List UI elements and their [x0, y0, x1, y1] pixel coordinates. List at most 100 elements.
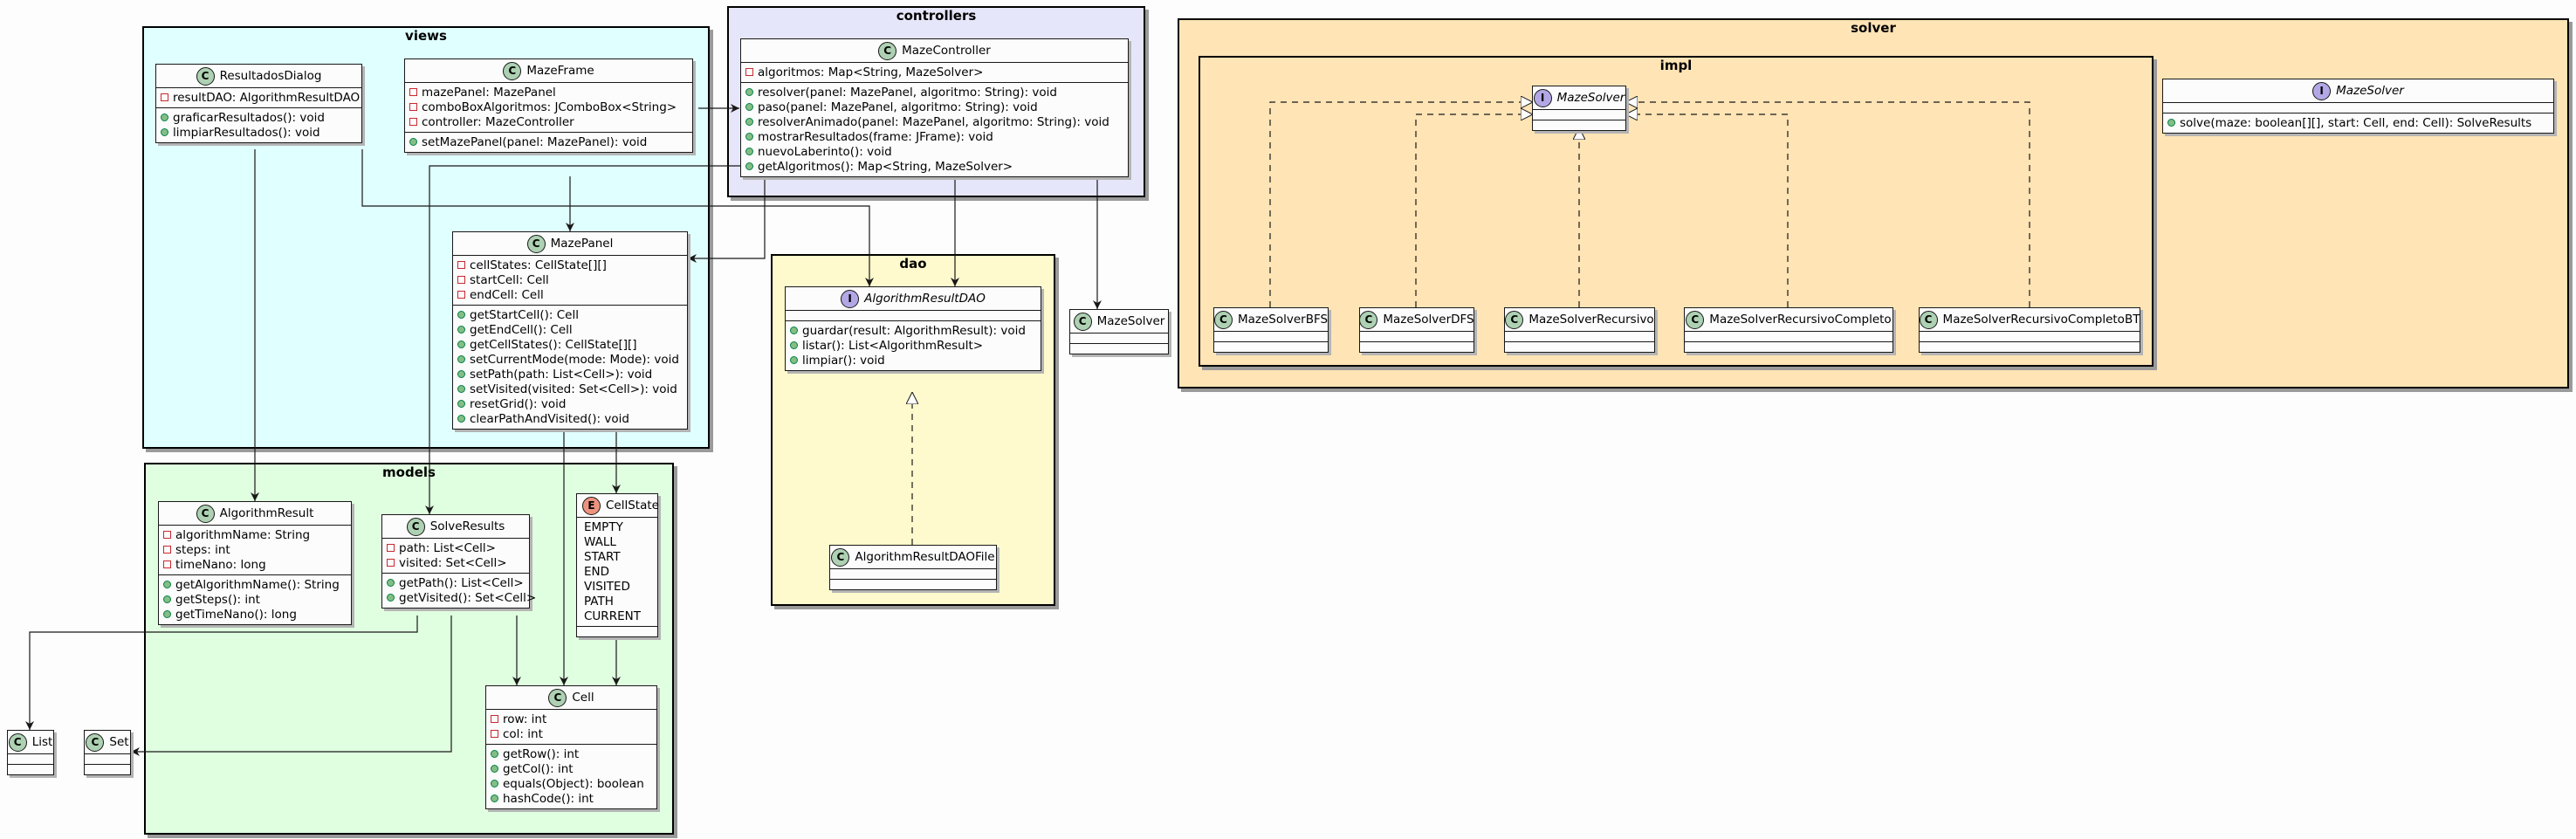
class-method: setPath(path: List<Cell>): void [470, 367, 653, 382]
package-title: solver [1851, 20, 1896, 36]
realization-recursivo-completo-bt [1625, 102, 2030, 307]
class-field: visited: Set<Cell> [399, 555, 507, 570]
class-field: col: int [503, 726, 543, 741]
public-method-icon [491, 750, 498, 758]
class-badge-icon: C [1073, 312, 1092, 331]
class-method: guardar(result: AlgorithmResult): void [802, 323, 1026, 338]
public-method-icon [161, 113, 168, 121]
public-method-icon [745, 118, 753, 126]
public-method-icon [745, 133, 753, 141]
private-field-icon [491, 730, 498, 738]
public-method-icon [2167, 119, 2175, 127]
class-field: endCell: Cell [470, 287, 544, 302]
class-method: solve(maze: boolean[][], start: Cell, en… [2180, 115, 2532, 130]
class-name: Set [109, 735, 129, 749]
class-badge-icon: C [86, 732, 105, 752]
class-field: startCell: Cell [470, 272, 549, 287]
assoc-solveresults-to-list [25, 615, 418, 730]
class-algorithm-result-dao-file[interactable]: C AlgorithmResultDAOFile [829, 545, 997, 590]
class-name: List [31, 735, 53, 749]
class-field: timeNano: long [175, 557, 266, 572]
class-badge-icon: C [878, 41, 897, 60]
class-field: path: List<Cell> [399, 540, 496, 555]
class-field: controller: MazeController [422, 114, 574, 129]
package-title: views [405, 28, 447, 44]
enum-literal: CURRENT [584, 609, 641, 623]
realization-dfs [1415, 114, 1533, 307]
package-title: impl [1659, 58, 1693, 73]
private-field-icon [409, 103, 417, 111]
public-method-icon [457, 355, 465, 363]
private-field-icon [457, 261, 465, 269]
class-name: MazePanel [550, 237, 614, 251]
enum-literal: START [584, 549, 621, 564]
enum-literal: PATH [584, 594, 614, 609]
class-name: MazeSolverRecursivo [1528, 313, 1654, 327]
class-badge-icon: C [503, 61, 522, 80]
class-method: getCol(): int [503, 761, 574, 776]
class-badge-icon: C [196, 66, 215, 86]
public-method-icon [387, 594, 395, 602]
class-field: row: int [503, 712, 547, 726]
private-field-icon [387, 559, 395, 567]
private-field-icon [163, 531, 171, 539]
class-name: AlgorithmResult [219, 506, 314, 520]
interface-badge-icon: I [1533, 88, 1552, 107]
class-name: AlgorithmResultDAOFile [855, 550, 995, 564]
private-field-icon [745, 68, 753, 76]
class-method: getRow(): int [503, 746, 580, 761]
package-title: models [382, 464, 436, 480]
class-badge-icon: C [406, 517, 425, 536]
private-field-icon [409, 118, 417, 126]
private-field-icon [161, 93, 168, 101]
enum-name: CellState [606, 499, 659, 512]
class-method: getVisited(): Set<Cell> [399, 590, 537, 605]
public-method-icon [457, 326, 465, 334]
enum-badge-icon: E [582, 496, 601, 515]
public-method-icon [745, 103, 753, 111]
class-badge-icon: C [831, 547, 850, 567]
class-method: graficarResultados(): void [173, 110, 325, 125]
class-set[interactable]: C Set [84, 730, 131, 775]
class-method: setMazePanel(panel: MazePanel): void [422, 134, 648, 149]
class-method: nuevoLaberinto(): void [758, 144, 892, 159]
public-method-icon [491, 780, 498, 787]
public-method-icon [163, 581, 171, 588]
class-method: getAlgorithmName(): String [175, 577, 340, 592]
class-method: setCurrentMode(mode: Mode): void [470, 352, 679, 367]
assoc-controller-to-solveresults [425, 165, 744, 514]
public-method-icon [163, 595, 171, 603]
public-method-icon [491, 765, 498, 773]
class-name: MazeSolverDFS [1383, 313, 1474, 327]
class-method: mostrarResultados(frame: JFrame): void [758, 129, 993, 144]
class-method: listar(): List<AlgorithmResult> [802, 338, 984, 353]
class-name: ResultadosDialog [219, 69, 322, 83]
class-name: Cell [572, 691, 594, 705]
class-name: MazeFrame [526, 64, 594, 78]
class-field: comboBoxAlgoritmos: JComboBox<String> [422, 100, 677, 114]
public-method-icon [745, 162, 753, 170]
private-field-icon [409, 88, 417, 96]
private-field-icon [163, 560, 171, 568]
class-method: hashCode(): int [503, 791, 594, 806]
public-method-icon [457, 340, 465, 348]
package-title: controllers [896, 8, 977, 24]
